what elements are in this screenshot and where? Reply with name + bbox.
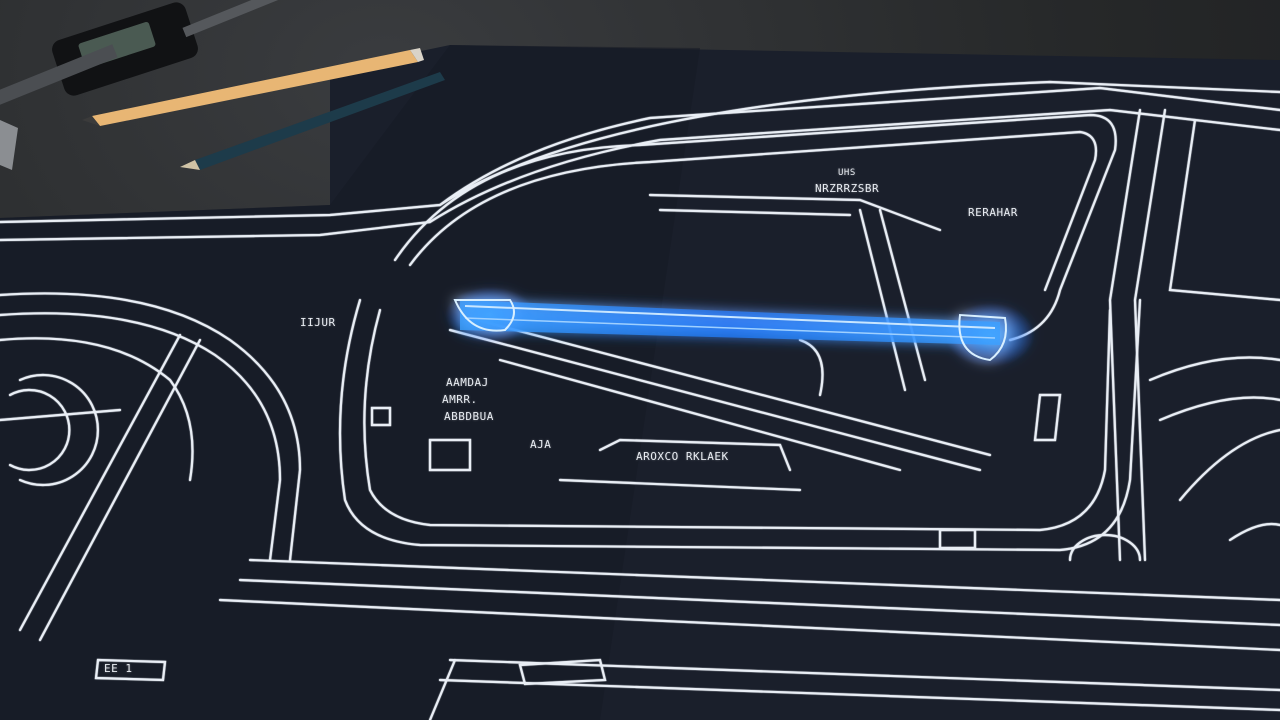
pencil-blue: [180, 72, 445, 170]
glowing-beam: [445, 287, 1035, 367]
car-outline: [0, 80, 1280, 720]
annotation-corner-tag: EE 1: [104, 662, 133, 675]
annotation-top-main: NRZRRZSBR: [815, 182, 880, 195]
annotation-left-block-1: AAMDAJ: [446, 376, 489, 389]
caliper: [0, 0, 298, 170]
annotation-left-block-2: AMRR.: [442, 393, 478, 406]
annotation-top-right: RERAHAR: [968, 206, 1018, 219]
annotation-left-block-3: ABBDBUA: [444, 410, 494, 423]
annotation-top-small: UHS: [838, 168, 856, 178]
paper-shade: [0, 45, 700, 720]
pencil-wood: [82, 48, 424, 126]
annotation-left-mid: IIJUR: [300, 316, 336, 329]
annotation-bottom-small: AJA: [530, 438, 552, 451]
annotation-bottom-main: AROXCO RKLAEK: [636, 450, 729, 463]
